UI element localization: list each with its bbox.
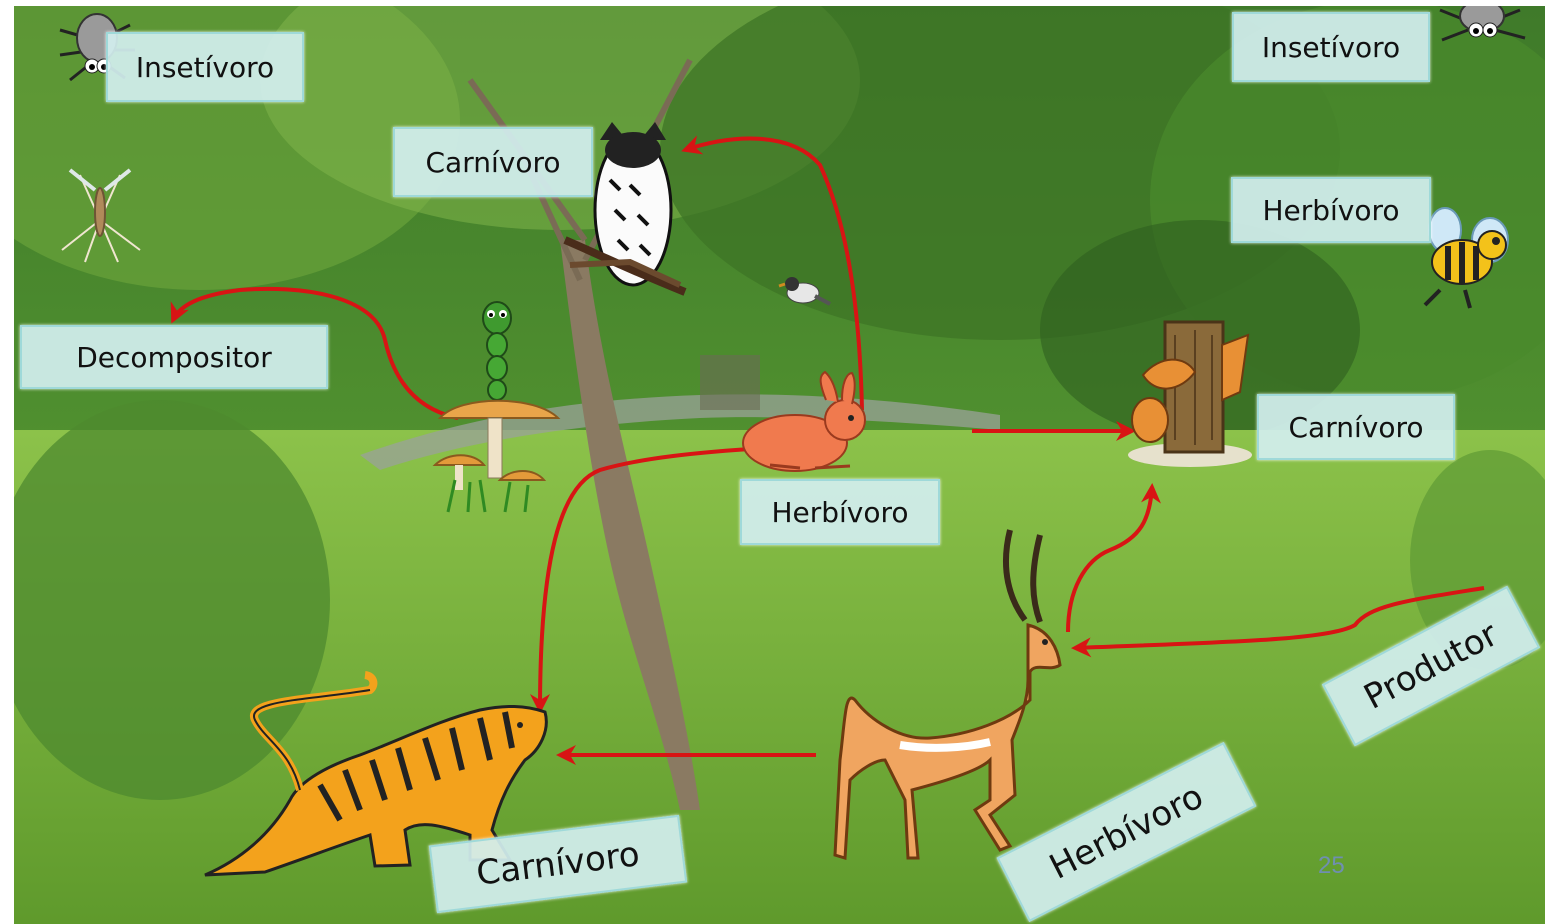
label-carnivoro-fox: Carnívoro	[1257, 394, 1455, 460]
label-carnivoro-owl: Carnívoro	[393, 127, 593, 197]
forest-scene: Insetívoro Insetívoro Carnívoro Herbívor…	[14, 6, 1545, 924]
label-decompositor: Decompositor	[20, 325, 328, 389]
label-herbivoro-rabbit: Herbívoro	[740, 479, 940, 545]
label-insetivoro-right: Insetívoro	[1232, 12, 1430, 82]
label-insetivoro-left: Insetívoro	[106, 32, 304, 102]
scene-art	[14, 6, 1545, 924]
label-herbivoro-bee: Herbívoro	[1231, 177, 1431, 243]
fence	[700, 355, 760, 410]
page-number: 25	[1318, 852, 1345, 880]
